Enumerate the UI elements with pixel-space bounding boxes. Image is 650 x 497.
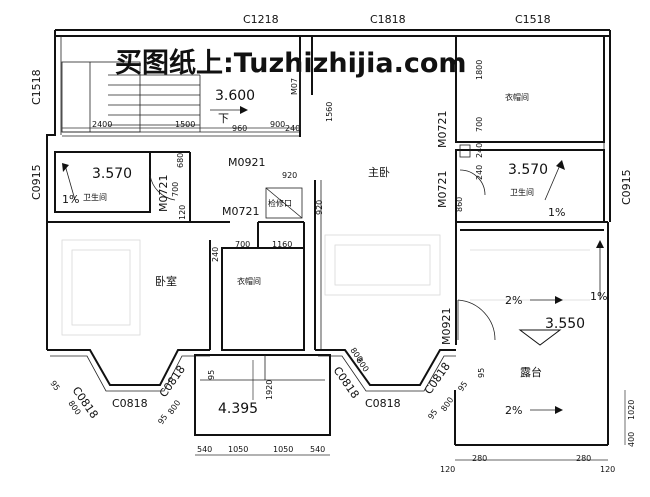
shaft-label: 检修口 — [268, 198, 292, 208]
dim-95-a: 95 — [48, 379, 61, 393]
dim-1500: 1500 — [175, 120, 195, 129]
window-label-left-upper: C1518 — [30, 69, 43, 105]
slope-terrace-upper: 2% — [505, 294, 522, 307]
dim-680: 680 — [176, 153, 185, 168]
dim-bottom-120-a: 120 — [440, 465, 455, 474]
slope-bath-left: 1% — [62, 193, 79, 206]
dim-400: 400 — [627, 432, 636, 447]
dim-95-d: 95 — [426, 408, 439, 422]
dim-2400: 2400 — [92, 120, 112, 129]
level-balcony: 4.395 — [218, 401, 258, 417]
room-closet-left: 衣帽间 — [237, 276, 261, 286]
dim-240-a: 240 — [285, 124, 300, 133]
dim-860: 860 — [455, 197, 464, 212]
door-label-closet-left: M0721 — [222, 205, 260, 218]
dim-95-b: 95 — [156, 413, 169, 427]
dim-800-d: 800 — [439, 395, 455, 413]
dim-bottom-280-b: 280 — [576, 454, 591, 463]
window-label-top-right: C1518 — [515, 13, 551, 26]
room-bedroom: 卧室 — [155, 274, 177, 288]
dim-120-a: 120 — [178, 205, 187, 220]
stair-direction-label: 下 — [218, 112, 229, 125]
slope-arrows — [62, 160, 604, 414]
slope-terrace-right: 1% — [590, 290, 607, 303]
level-bath-left: 3.570 — [92, 166, 132, 182]
dim-240-d: 240 — [475, 165, 484, 180]
room-bath-right: 卫生间 — [510, 187, 534, 197]
dim-bottom-540-a: 540 — [197, 445, 212, 454]
room-terrace: 露台 — [520, 365, 542, 379]
dim-95-c: 95 — [207, 370, 216, 380]
dim-1160: 1160 — [272, 240, 292, 249]
door-label-mid-right: M0721 — [436, 171, 449, 209]
background-furniture-sketch — [61, 234, 590, 336]
dim-920-b: 920 — [315, 200, 324, 215]
door-label-top-partial: M07 — [290, 78, 299, 95]
dim-bottom-280-a: 280 — [472, 454, 487, 463]
balcony — [194, 354, 331, 436]
window-label-bottom-5: C0818 — [365, 397, 401, 410]
dim-700-b: 700 — [235, 240, 250, 249]
dim-240-c: 240 — [475, 143, 484, 158]
dim-900: 900 — [270, 120, 285, 129]
dim-700-a: 700 — [171, 182, 180, 197]
window-label-bottom-4: C0818 — [331, 364, 362, 401]
door-swings — [149, 169, 496, 341]
dim-bottom-540-b: 540 — [310, 445, 325, 454]
window-label-right-mid: C0915 — [620, 169, 633, 205]
window-label-left-mid: C0915 — [30, 164, 43, 200]
dim-bottom-120-b: 120 — [600, 465, 615, 474]
dim-1020: 1020 — [627, 400, 636, 420]
room-bath-left: 卫生间 — [83, 192, 107, 202]
interior-walls — [47, 35, 608, 351]
level-bath-right: 3.570 — [508, 162, 548, 178]
dimension-lines — [62, 60, 626, 461]
dim-960: 960 — [232, 124, 247, 133]
dim-bottom-1050-a: 1050 — [228, 445, 248, 454]
watermark: 买图纸上:Tuzhizhijia.com — [115, 47, 467, 79]
window-label-bottom-2: C0818 — [112, 397, 148, 410]
dim-1920: 1920 — [265, 380, 274, 400]
room-closet-right: 衣帽间 — [505, 92, 529, 102]
dim-95-f: 95 — [477, 368, 486, 378]
dim-240-b: 240 — [211, 247, 220, 262]
slope-terrace-lower: 2% — [505, 404, 522, 417]
door-label-terrace: M0921 — [440, 308, 453, 346]
door-label-stair: M0921 — [228, 156, 266, 169]
door-label-top-right: M0721 — [436, 111, 449, 149]
room-master-bedroom: 主卧 — [368, 166, 390, 179]
dim-800-b: 800 — [166, 398, 182, 416]
staircase — [61, 61, 300, 137]
door-label-bath-left: M0721 — [157, 175, 170, 213]
dim-bottom-1050-b: 1050 — [273, 445, 293, 454]
dim-1560: 1560 — [325, 102, 334, 122]
window-label-top-left: C1218 — [243, 13, 279, 26]
bay-windows — [47, 349, 456, 392]
slope-bath-right: 1% — [548, 206, 565, 219]
window-label-top-mid: C1818 — [370, 13, 406, 26]
dim-95-e: 95 — [456, 380, 469, 394]
dim-920-a: 920 — [282, 171, 297, 180]
level-terrace: 3.550 — [545, 316, 585, 332]
level-stair: 3.600 — [215, 88, 255, 104]
dim-1800: 1800 — [475, 60, 484, 80]
window-label-bottom-6: C0818 — [422, 360, 453, 397]
dim-700-c: 700 — [475, 117, 484, 132]
